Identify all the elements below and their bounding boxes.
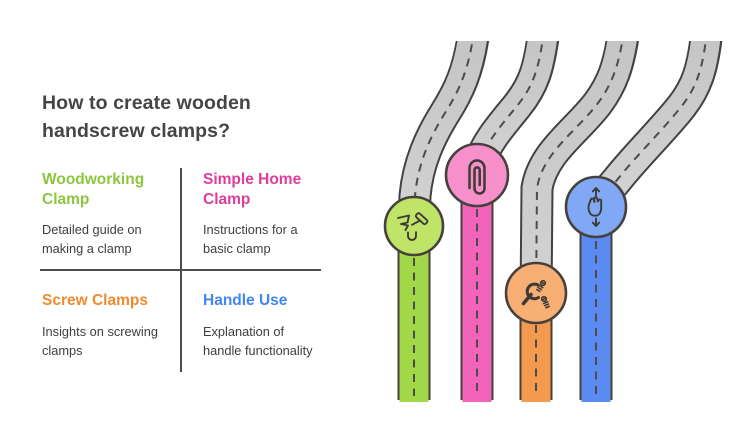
quadrant-screw-clamps: Screw Clamps Insights on screwing clamps [40, 270, 181, 374]
quadrant-description: Insights on screwing clamps [42, 324, 158, 358]
milestone-circle-blue [564, 175, 628, 239]
quadrant-description: Instructions for a basic clamp [203, 222, 298, 256]
gray-road-3 [519, 41, 640, 301]
gray-road-1 [397, 41, 490, 229]
quadrant-title: Simple Home Clamp [203, 171, 302, 208]
quadrant-title: Handle Use [203, 292, 288, 309]
quadrant-title: Screw Clamps [42, 292, 148, 309]
milestone-circle-orange [504, 261, 568, 325]
swipe-gesture-icon [587, 187, 603, 227]
gray-road-4 [587, 41, 723, 211]
quadrant-grid: Woodworking Clamp Detailed guide on maki… [40, 166, 322, 374]
quadrant-woodworking-clamp: Woodworking Clamp Detailed guide on maki… [40, 166, 181, 270]
wrench-screws-icon [521, 279, 550, 309]
milestone-circle-pink [444, 142, 510, 208]
quadrant-description: Explanation of handle functionality [203, 324, 313, 358]
quadrant-simple-home-clamp: Simple Home Clamp Instructions for a bas… [181, 166, 322, 270]
page-title: How to create wooden handscrew clamps? [42, 92, 251, 142]
quadrant-title: Woodworking Clamp [42, 171, 145, 208]
quadrant-description: Detailed guide on making a clamp [42, 222, 142, 256]
tools-icon [397, 212, 429, 241]
paperclip-icon [468, 159, 486, 195]
milestone-circle-green [383, 195, 445, 257]
quadrant-handle-use: Handle Use Explanation of handle functio… [181, 270, 322, 374]
horizontal-divider [40, 269, 321, 271]
